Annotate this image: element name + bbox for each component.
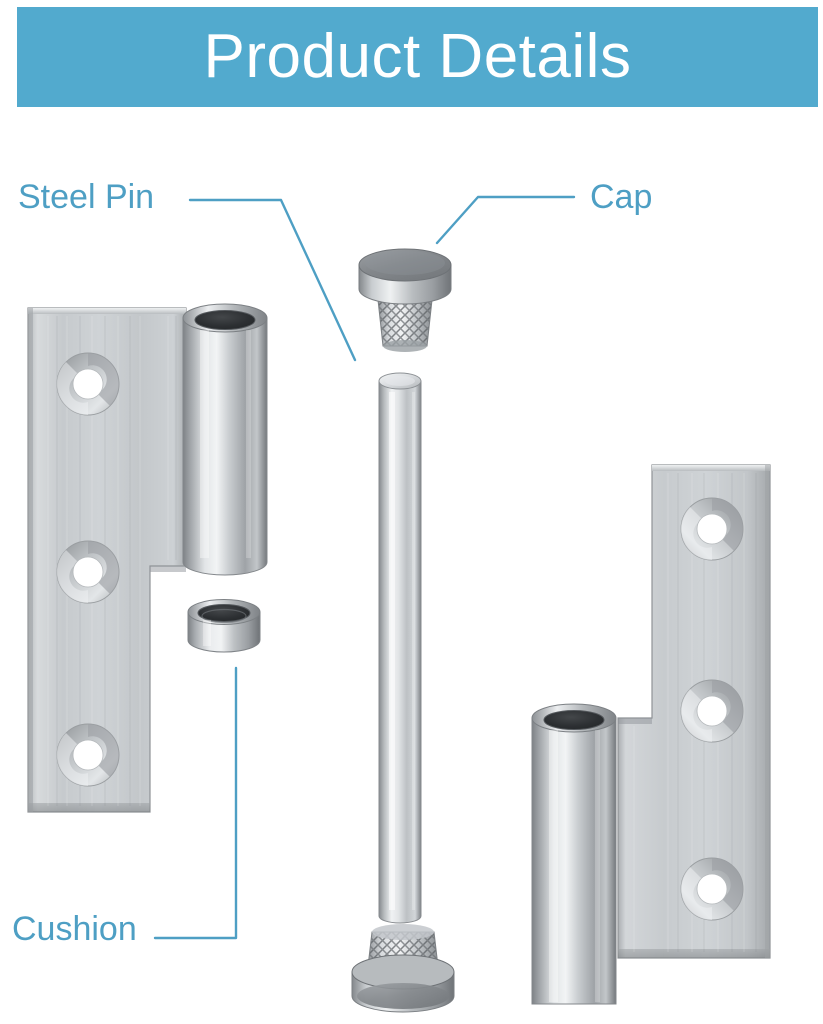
top-cap [358, 248, 452, 352]
callout-label-cap: Cap [590, 178, 653, 216]
screw-hole [680, 857, 744, 921]
cushion-ring [187, 599, 261, 653]
screw-hole [680, 679, 744, 743]
left-hinge-leaf [27, 303, 268, 813]
bottom-cap [351, 924, 455, 1013]
hinge-barrel [182, 303, 268, 576]
right-hinge-leaf [531, 464, 771, 1005]
callout-label-steel-pin: Steel Pin [18, 178, 155, 216]
hinge-barrel [531, 703, 617, 1005]
callout-label-cushion: Cushion [12, 910, 137, 948]
leader-line-cushion [153, 666, 238, 940]
leader-line-cap [435, 195, 576, 245]
page-title: Product Details [203, 22, 632, 91]
leader-line-steel-pin [188, 198, 357, 362]
header-banner: Product Details [17, 7, 818, 107]
screw-hole [56, 540, 120, 604]
steel-pin-rod [378, 372, 422, 924]
screw-hole [680, 497, 744, 561]
screw-hole [56, 723, 120, 787]
screw-hole [56, 352, 120, 416]
